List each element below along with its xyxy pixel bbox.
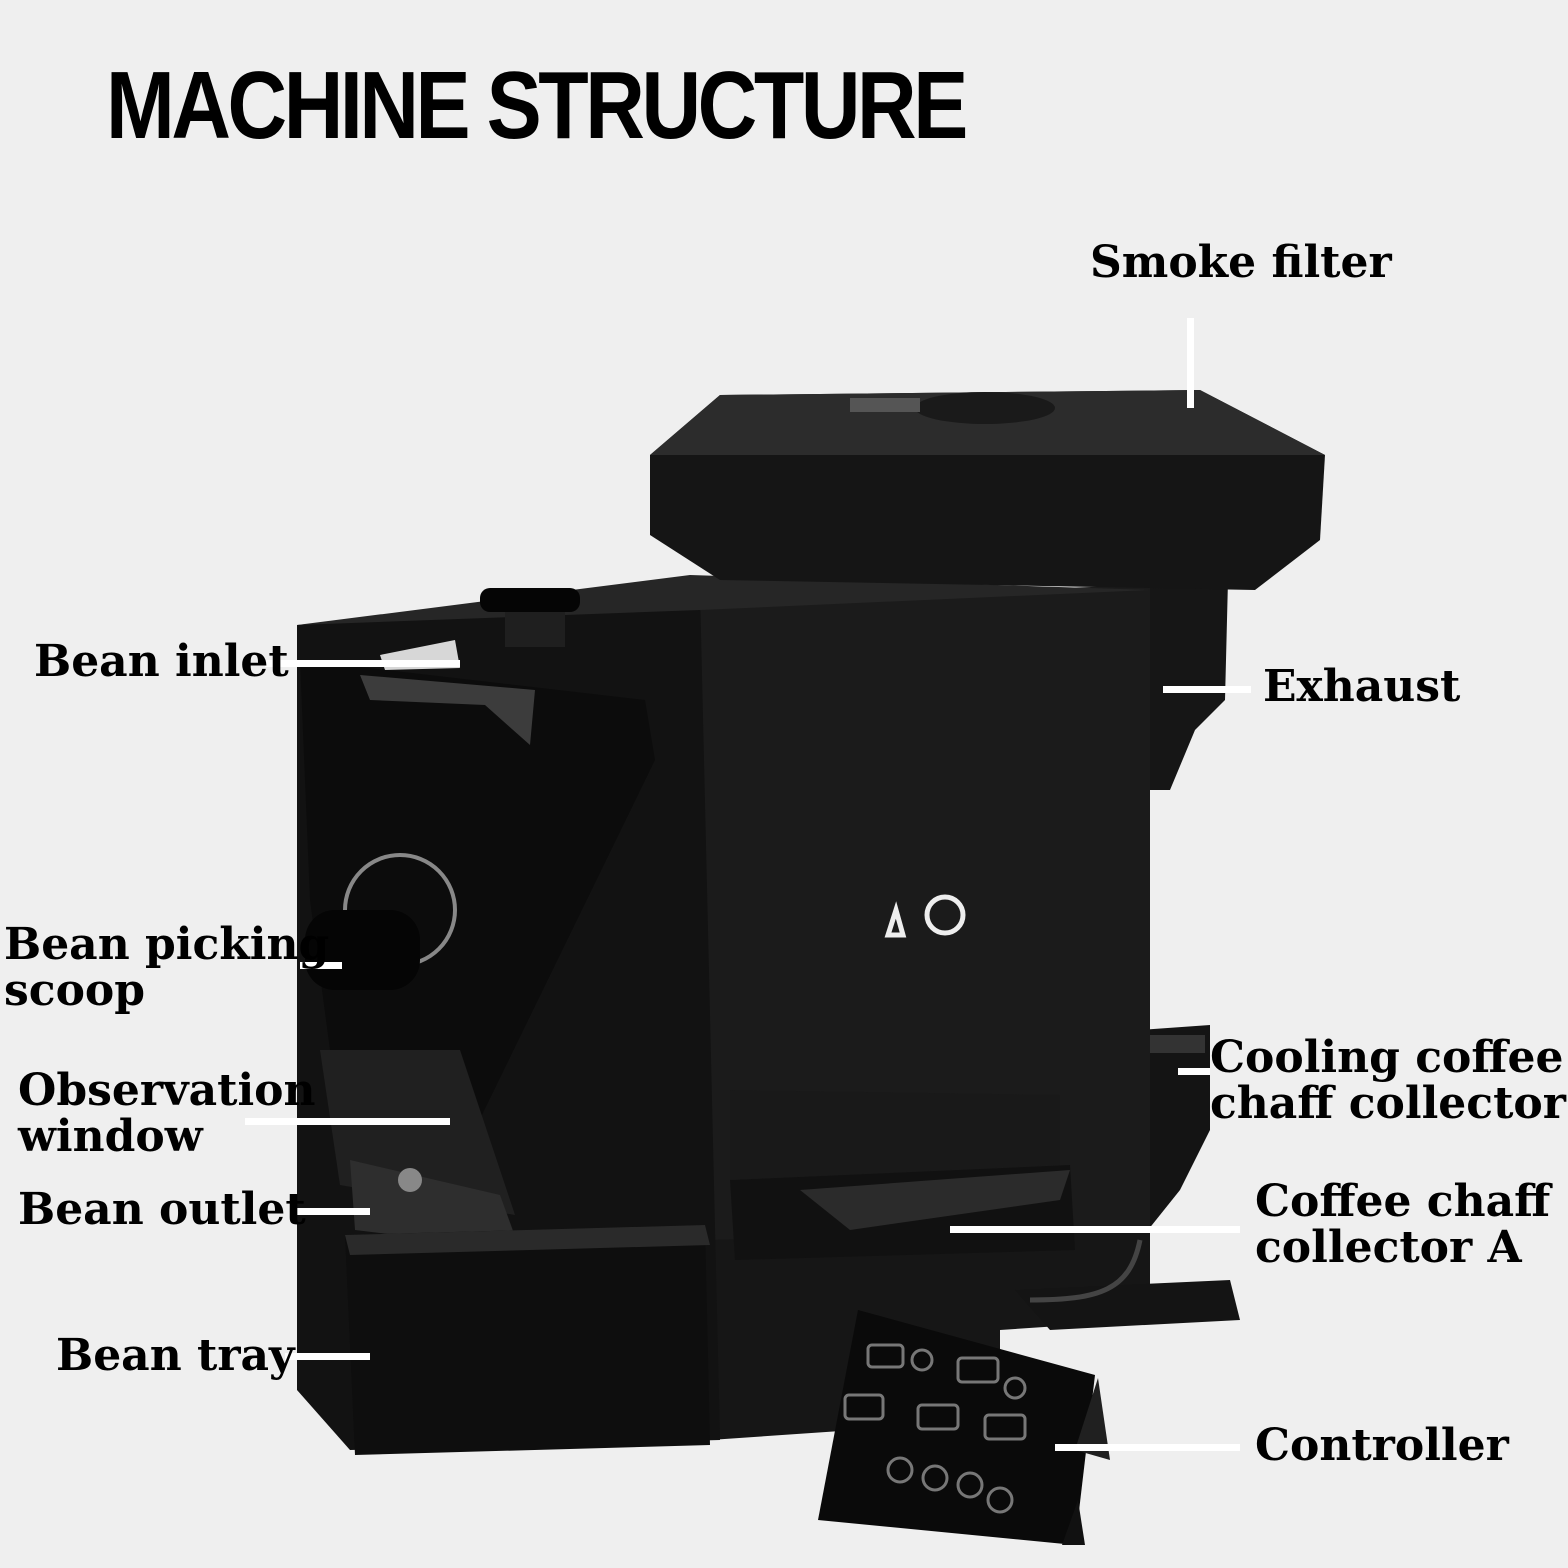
label-bean-picking-scoop-line1: Bean picking [4,919,330,970]
warning-icon [884,901,907,938]
bean-tray [345,1225,710,1455]
label-observation-window-line2: window [18,1111,203,1162]
label-smoke-filter: Smoke filter [1090,237,1392,288]
leader-chaff-a [950,1226,1240,1233]
label-bean-picking-scoop-line2: scoop [4,965,146,1016]
leader-exhaust [1163,686,1251,693]
smoke-filter-vent [915,392,1055,424]
bean-outlet-chute [350,1160,520,1250]
label-bean-inlet: Bean inlet [34,636,289,687]
chaff-drawer-handle [800,1170,1070,1230]
leader-bean-tray [285,1353,370,1360]
label-chaff-a-line1: Coffee chaff [1255,1176,1551,1227]
label-exhaust: Exhaust [1263,661,1461,712]
outlet-knob [398,1168,422,1192]
controller-buttons [843,1343,1027,1514]
exhaust-housing [1140,580,1228,790]
label-observation-window-line1: Observation [18,1065,316,1116]
label-cooling-chaff-line1: Cooling coffee [1210,1032,1564,1083]
base-platform [1015,1280,1240,1330]
label-bean-outlet: Bean outlet [18,1184,306,1235]
bean-picking-scoop [305,910,420,990]
lid-handle-bracket [505,612,565,647]
cooling-tray-grill [1135,1035,1205,1053]
bean-inlet-hopper [360,675,535,745]
label-bean-tray: Bean tray [56,1330,295,1381]
lid-handle [480,588,580,612]
leader-bean-inlet [265,660,460,667]
drum-panel [300,660,655,1160]
leader-controller [1055,1444,1240,1451]
leader-bean-outlet [290,1208,370,1215]
leader-bean-picking-scoop [300,962,342,969]
page-title: MACHINE STRUCTURE [106,52,968,159]
controller-cable [1029,1239,1143,1303]
leader-cooling-chaff [1178,1068,1210,1075]
info-icon [924,894,966,936]
leader-smoke-filter [1187,318,1194,408]
label-cooling-chaff-line2: chaff collector B [1210,1081,1568,1127]
label-controller: Controller [1255,1420,1509,1471]
cooling-chaff-collector-b [1140,1025,1210,1240]
label-chaff-a-line2: collector A [1255,1222,1522,1273]
leader-observation-window [245,1118,450,1125]
